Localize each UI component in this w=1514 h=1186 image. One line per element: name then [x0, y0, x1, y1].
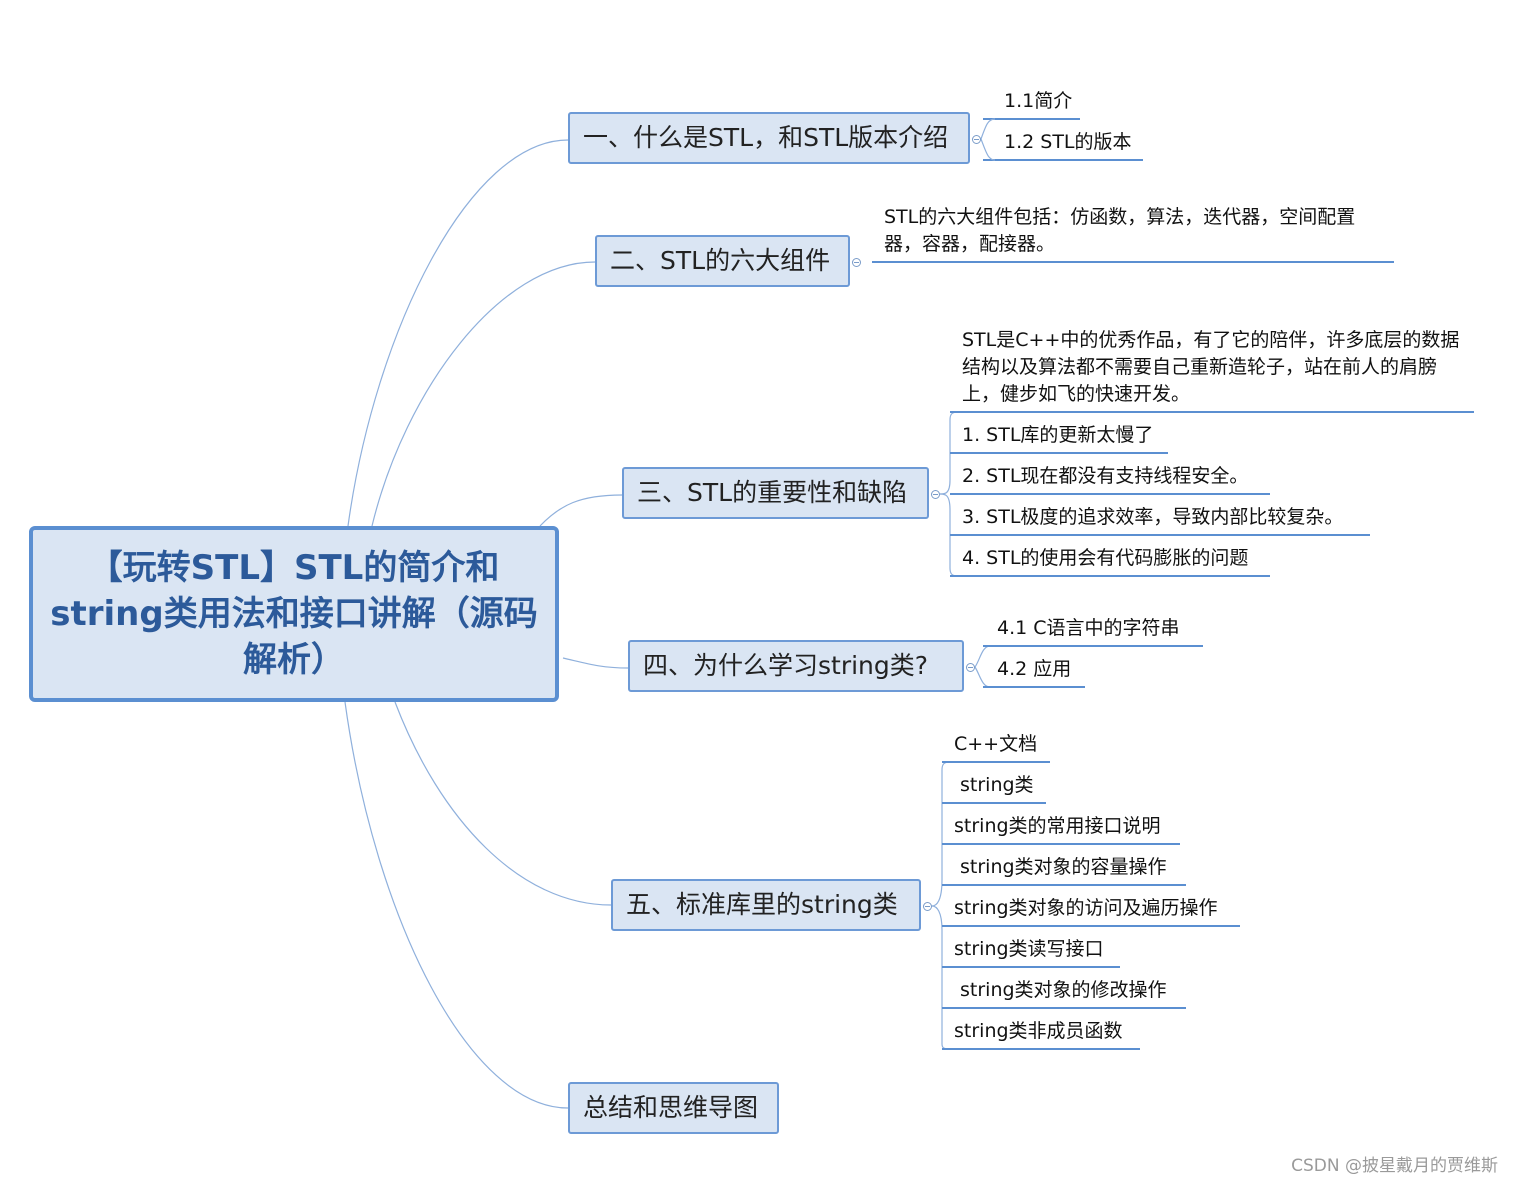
subtopic-capacity-ops[interactable]: string类对象的容量操作: [960, 856, 1167, 878]
topic-why-learn-string[interactable]: 四、为什么学习string类?: [628, 640, 964, 692]
topic-importance-and-defects[interactable]: 三、STL的重要性和缺陷: [622, 467, 929, 519]
collapse-toggle-icon[interactable]: [972, 135, 981, 144]
subtopic-defect-4[interactable]: 4. STL的使用会有代码膨胀的问题: [962, 547, 1249, 569]
subtopic-common-interfaces[interactable]: string类的常用接口说明: [954, 815, 1161, 837]
collapse-toggle-icon[interactable]: [966, 663, 975, 672]
topic-std-string[interactable]: 五、标准库里的string类: [611, 879, 921, 931]
subtopic-defect-2[interactable]: 2. STL现在都没有支持线程安全。: [962, 465, 1249, 487]
topic-label: 总结和思维导图: [583, 1093, 759, 1122]
subtopic-modify-ops[interactable]: string类对象的修改操作: [960, 979, 1167, 1001]
subtopic-cpp-docs[interactable]: C++文档: [954, 733, 1038, 755]
collapse-toggle-icon[interactable]: [852, 258, 861, 267]
leaf-connector: [980, 138, 996, 161]
subtopic-access-traverse-ops[interactable]: string类对象的访问及遍历操作: [954, 897, 1218, 919]
topic-six-components[interactable]: 二、STL的六大组件: [595, 235, 850, 287]
topic-summary-and-mindmap[interactable]: 总结和思维导图: [568, 1082, 779, 1134]
subtopic-1-2-stl-versions[interactable]: 1.2 STL的版本: [1004, 131, 1132, 153]
root-connector: [539, 494, 623, 527]
root-topic[interactable]: 【玩转STL】STL的简介和string类用法和接口讲解（源码解析）: [29, 526, 559, 702]
root-title: 【玩转STL】STL的简介和string类用法和接口讲解（源码解析）: [50, 548, 538, 680]
watermark: CSDN @披星戴月的贾维斯: [1291, 1156, 1498, 1176]
topic-label: 二、STL的六大组件: [610, 246, 831, 275]
leaf-connector: [974, 666, 991, 688]
subtopic-stl-importance[interactable]: STL是C++中的优秀作品，有了它的陪伴，许多底层的数据结构以及算法都不需要自己…: [962, 329, 1460, 405]
root-connector: [371, 261, 596, 527]
subtopic-defect-1[interactable]: 1. STL库的更新太慢了: [962, 424, 1154, 446]
topic-label: 四、为什么学习string类?: [643, 651, 929, 680]
subtopic-1-1-intro[interactable]: 1.1简介: [1004, 90, 1073, 112]
leaf-connector: [974, 645, 991, 668]
collapse-toggle-icon[interactable]: [931, 490, 940, 499]
subtopic-defect-3[interactable]: 3. STL极度的追求效率，导致内部比较复杂。: [962, 506, 1344, 528]
root-connector: [344, 701, 569, 1109]
leaf-connector: [980, 118, 996, 140]
subtopic-read-write[interactable]: string类读写接口: [954, 938, 1104, 960]
root-connector: [347, 139, 569, 527]
topic-label: 五、标准库里的string类: [626, 890, 898, 919]
subtopic-string-class[interactable]: string类: [960, 774, 1034, 796]
collapse-toggle-icon[interactable]: [923, 902, 932, 911]
subtopic-4-1-c-strings[interactable]: 4.1 C语言中的字符串: [997, 617, 1180, 639]
subtopic-six-components-list[interactable]: STL的六大组件包括：仿函数，算法，迭代器，空间配置器，容器，配接器。: [884, 206, 1356, 255]
root-connector: [562, 657, 629, 669]
topic-label: 一、什么是STL，和STL版本介绍: [583, 123, 949, 152]
topic-label: 三、STL的重要性和缺陷: [637, 478, 908, 507]
subtopic-4-2-application[interactable]: 4.2 应用: [997, 658, 1072, 680]
root-connector: [394, 701, 612, 906]
subtopic-non-member-funcs[interactable]: string类非成员函数: [954, 1020, 1123, 1042]
leaf-connector: [931, 905, 951, 1050]
topic-what-is-stl[interactable]: 一、什么是STL，和STL版本介绍: [568, 112, 970, 164]
